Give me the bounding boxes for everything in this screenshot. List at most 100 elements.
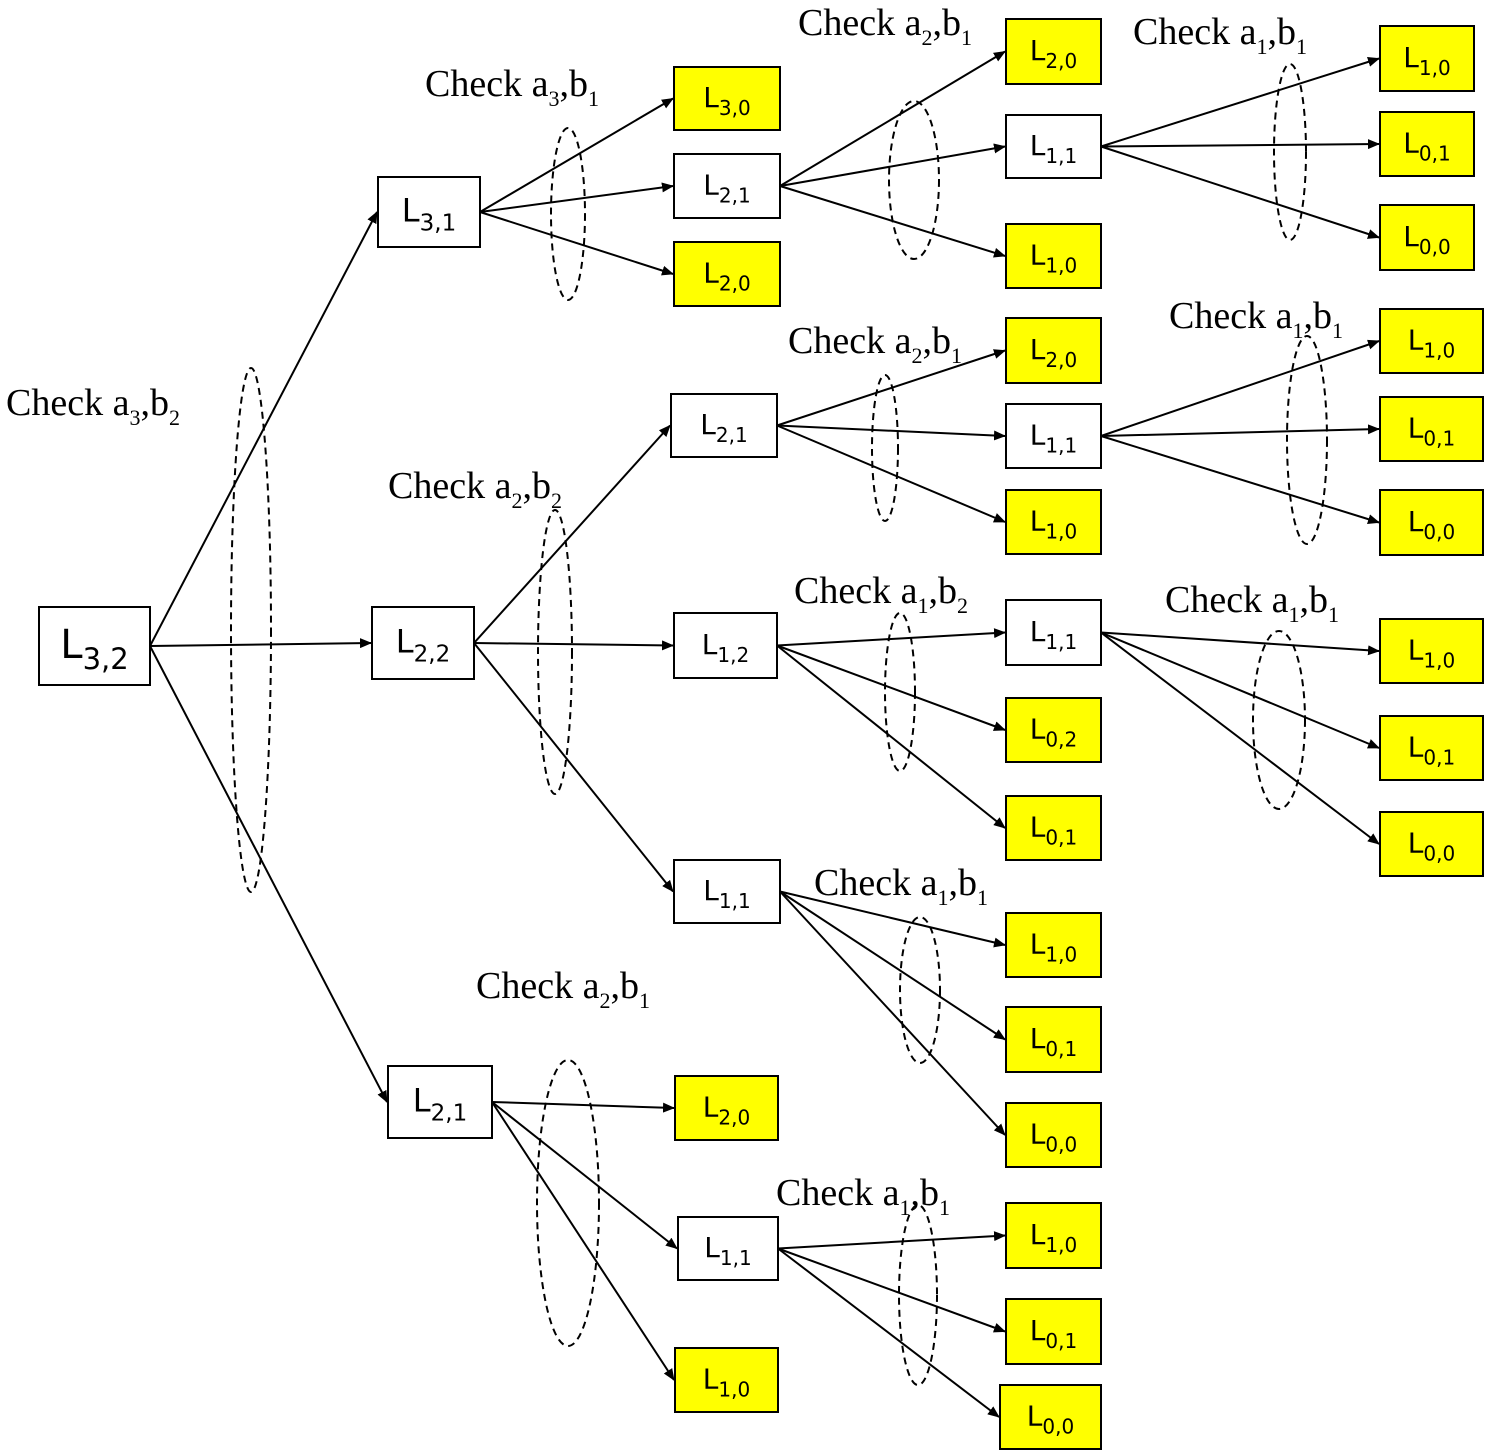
node-letter: L [1030, 504, 1046, 537]
edge-n_root-to-n_c [149, 645, 388, 1103]
node-label: L3,2 [60, 622, 128, 676]
node-subscript: 0,1 [1045, 1329, 1077, 1353]
edge-n_b3-to-n_b3c [779, 890, 1006, 1136]
node-n_b1b2: L0,1 [1379, 396, 1484, 462]
node-label: L0,0 [1408, 505, 1455, 544]
node-label: L1,0 [703, 1362, 750, 1401]
node-letter: L [396, 623, 414, 661]
node-n_a2c: L1,0 [1005, 223, 1102, 289]
check-label-chk_b2a: Check a1,b1 [1165, 579, 1339, 627]
node-label: L0,1 [1030, 810, 1077, 849]
node-n_b2: L1,2 [673, 612, 778, 679]
edge-n_b1b-to-n_b1b3 [1100, 435, 1380, 525]
node-letter: L [402, 192, 420, 230]
leaf-node-box [674, 1347, 779, 1413]
node-letter: L [1408, 633, 1424, 666]
edge-n_a2-to-n_a2a [779, 50, 1006, 187]
node-label: L0,1 [1030, 1022, 1077, 1061]
node-n_a2a: L2,0 [1005, 18, 1102, 85]
tree-edges [149, 50, 1380, 1418]
internal-node-box [38, 606, 151, 686]
node-n_b3a: L1,0 [1005, 912, 1102, 978]
check-label-chk_b3: Check a1,b1 [814, 862, 988, 910]
node-letter: L [702, 628, 718, 661]
leaf-node-box [1005, 489, 1102, 555]
node-label: L1,1 [1030, 129, 1077, 168]
leaf-node-box [1005, 912, 1102, 978]
node-label: L0,2 [1030, 712, 1077, 751]
edge-n_b1b-to-n_b1b2 [1100, 424, 1380, 437]
node-letter: L [700, 408, 716, 441]
node-letter: L [413, 1082, 431, 1120]
dashed-oval-9 [1252, 630, 1306, 810]
edge-n_a2-to-n_a2c [779, 185, 1006, 258]
tree-nodes: L3,2L3,1L2,2L2,1L3,0L2,1L2,0L2,0L1,1L1,0… [38, 18, 1484, 1450]
node-subscript: 0,0 [1042, 1414, 1074, 1438]
node-letter: L [1030, 238, 1046, 271]
check-label-chk_a: Check a3,b1 [425, 63, 599, 111]
leaf-node-box [1005, 317, 1102, 384]
node-subscript: 2,0 [1045, 49, 1077, 73]
node-n_a2b: L1,1 [1005, 114, 1102, 179]
node-letter: L [703, 1090, 719, 1123]
leaf-node-box [1379, 396, 1484, 462]
internal-node-box [670, 393, 778, 458]
node-label: L1,0 [1403, 41, 1450, 80]
internal-node-box [673, 612, 778, 679]
node-n_c2a: L1,0 [1005, 1202, 1102, 1269]
edge-n_b1-to-n_b1c [776, 424, 1006, 523]
node-subscript: 0,1 [1045, 825, 1077, 849]
edge-n_a-to-n_a2 [479, 182, 674, 213]
node-label: L1,1 [1030, 418, 1077, 457]
node-letter: L [1408, 505, 1424, 538]
check-label-chk_b2: Check a1,b2 [794, 570, 968, 618]
edge-n_c-to-n_c2 [491, 1101, 678, 1250]
check-label-chk_b1: Check a2,b1 [788, 320, 962, 368]
edge-n_c-to-n_c1 [491, 1101, 675, 1113]
node-n_b: L2,2 [371, 606, 475, 680]
node-n_b2c: L0,1 [1005, 795, 1102, 861]
node-n_b1b: L1,1 [1005, 403, 1102, 469]
node-letter: L [1030, 1022, 1046, 1055]
node-subscript: 3,0 [719, 96, 751, 120]
dashed-oval-11 [536, 1059, 600, 1347]
leaf-node-box [1005, 223, 1102, 289]
node-label: L0,0 [1408, 826, 1455, 865]
dashed-oval-5 [871, 374, 899, 522]
internal-node-box [387, 1065, 493, 1139]
node-n_b1b1: L1,0 [1379, 308, 1484, 374]
node-letter: L [1030, 1117, 1046, 1150]
node-label: L2,0 [703, 256, 750, 295]
node-label: L1,0 [1408, 323, 1455, 362]
node-subscript: 1,0 [1045, 519, 1077, 543]
node-subscript: 1,0 [1423, 338, 1455, 362]
edge-n_root-to-n_a [149, 211, 378, 647]
node-letter: L [60, 622, 83, 668]
internal-node-box [371, 606, 475, 680]
node-n_c3: L1,0 [674, 1347, 779, 1413]
node-n_b1: L2,1 [670, 393, 778, 458]
edge-n_c2-to-n_c2a [777, 1231, 1006, 1250]
dashed-oval-3 [888, 100, 940, 260]
node-subscript: 1,0 [1423, 648, 1455, 672]
internal-node-box [677, 1216, 779, 1281]
edge-n_b-to-n_b1 [473, 424, 671, 644]
edge-n_root-to-n_b [149, 638, 372, 649]
node-label: L0,1 [1403, 126, 1450, 165]
leaf-node-box [1005, 1298, 1102, 1365]
node-subscript: 1,0 [1045, 253, 1077, 277]
node-n_root: L3,2 [38, 606, 151, 686]
node-label: L3,1 [402, 192, 456, 237]
node-n_a2b3: L0,0 [1379, 204, 1475, 271]
leaf-node-box [1379, 308, 1484, 374]
node-subscript: 2,2 [414, 642, 451, 668]
internal-node-box [673, 153, 781, 219]
node-n_b2b: L0,2 [1005, 697, 1102, 763]
node-n_c2c: L0,0 [999, 1384, 1102, 1450]
node-letter: L [1030, 810, 1046, 843]
node-n_a2b2: L0,1 [1379, 111, 1475, 177]
node-label: L0,1 [1030, 1314, 1077, 1353]
node-subscript: 0,1 [1045, 1037, 1077, 1061]
